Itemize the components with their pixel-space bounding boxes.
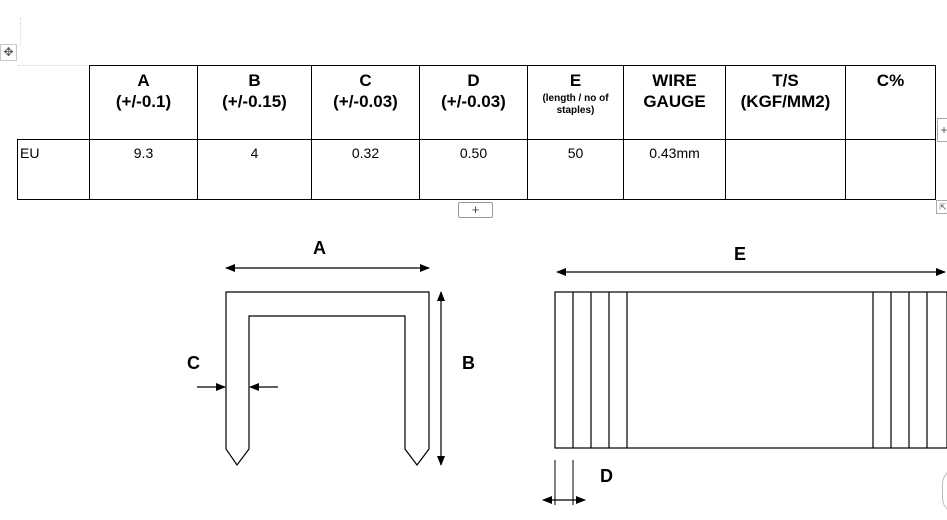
header-d-tolerance: (+/-0.03) [441,92,506,111]
table-guide-vertical [20,18,21,46]
cell-row-label[interactable]: EU [17,139,90,200]
cell-wire-gauge[interactable]: 0.43mm [623,139,726,200]
cell-c[interactable]: 0.32 [311,139,420,200]
cell-e[interactable]: 50 [527,139,624,200]
value-e: 50 [567,145,584,161]
dimension-a-label: A [313,238,326,258]
value-d: 0.50 [459,145,488,161]
header-cell-wire-gauge[interactable]: WIRE GAUGE [623,65,726,140]
staple-outline-outer [225,291,430,467]
add-row-button[interactable]: + [458,202,493,218]
header-wire-line2: GAUGE [643,92,706,111]
cell-ts[interactable] [725,139,846,200]
header-cell-d[interactable]: D (+/-0.03) [419,65,528,140]
header-a-title: A [137,71,150,90]
table-resize-icon[interactable]: ⇱ [936,200,947,214]
cell-d[interactable]: 0.50 [419,139,528,200]
cell-a[interactable]: 9.3 [89,139,198,200]
value-a: 9.3 [133,145,154,161]
header-cell-c-percent[interactable]: C% [845,65,936,140]
value-wire-gauge: 0.43mm [649,145,700,161]
table-header-row: A (+/-0.1) B (+/-0.15) C (+/-0.03) D (+/-0.0… [17,65,936,140]
cell-b[interactable]: 4 [197,139,312,200]
dimension-c-label: C [187,353,200,373]
dimension-d-label: D [600,466,613,486]
header-cell-a[interactable]: A (+/-0.1) [89,65,198,140]
add-column-button[interactable]: + [937,118,947,142]
header-c-title: C [359,71,372,90]
header-cell-c[interactable]: C (+/-0.03) [311,65,420,140]
header-cell-ts[interactable]: T/S (KGF/MM2) [725,65,846,140]
staple-strip-outline [554,291,947,449]
header-e-title: E [569,71,582,90]
table-move-handle-icon[interactable]: ✥ [0,44,17,61]
header-ts-line1: T/S [772,71,799,90]
value-b: 4 [250,145,259,161]
header-c-tolerance: (+/-0.03) [333,92,398,111]
header-b-tolerance: (+/-0.15) [222,92,287,111]
header-e-note: (length / no of staples) [542,93,609,116]
table-row: EU 9.3 4 0.32 0.50 50 0.43mm [17,139,936,200]
staple-side-view [225,291,430,467]
header-d-title: D [467,71,480,90]
header-b-title: B [248,71,261,90]
header-wire-line1: WIRE [652,71,697,90]
header-cell-b[interactable]: B (+/-0.15) [197,65,312,140]
header-ts-line2: (KGF/MM2) [740,92,831,111]
header-a-tolerance: (+/-0.1) [115,92,172,111]
staple-strip-view [554,291,947,449]
cell-c-percent[interactable] [845,139,936,200]
dimension-e-label: E [734,244,746,264]
row-label-eu: EU [20,145,40,161]
staple-spec-table: A (+/-0.1) B (+/-0.15) C (+/-0.03) D (+/-0.0… [17,65,936,200]
header-c-percent-title: C% [876,71,905,90]
value-c: 0.32 [351,145,380,161]
dimension-b-label: B [462,353,475,373]
